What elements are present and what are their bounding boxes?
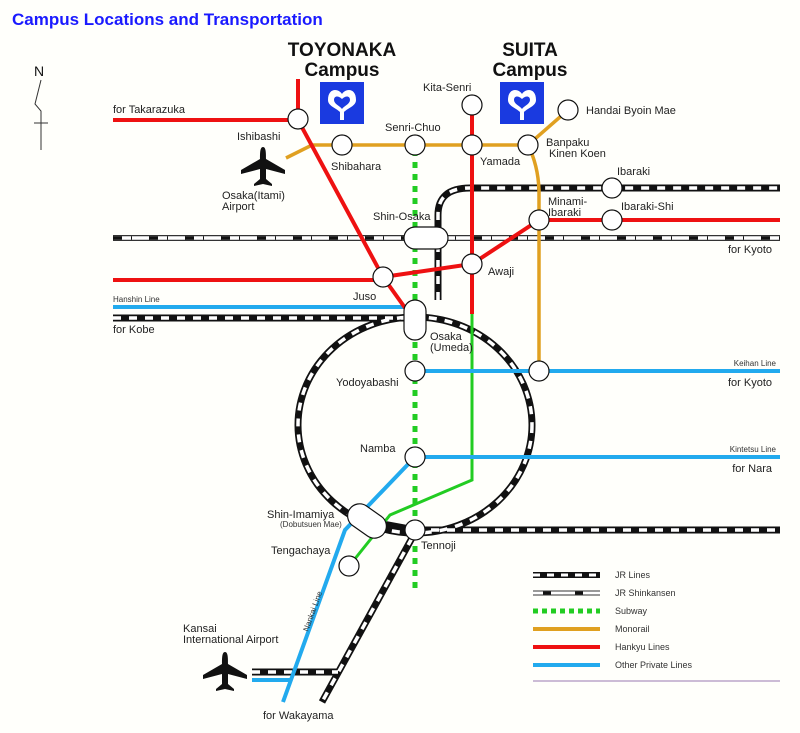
svg-text:Hankyu Lines: Hankyu Lines — [615, 642, 670, 652]
svg-text:Subway: Subway — [615, 606, 648, 616]
label-juso: Juso — [353, 291, 376, 303]
legend-jr-lines: JR Lines — [533, 570, 651, 580]
station-namba[interactable] — [404, 446, 426, 468]
label-shibahara: Shibahara — [331, 161, 382, 173]
label-awaji: Awaji — [488, 266, 514, 278]
station-juso[interactable] — [372, 266, 394, 288]
label-kansai-airport-1: Kansai — [183, 623, 217, 635]
itami-airport-plane-icon — [241, 147, 285, 186]
north-arrow-icon: N — [34, 63, 48, 150]
direction-kobe: for Kobe — [113, 324, 155, 336]
station-shin-osaka[interactable] — [403, 226, 449, 250]
label-hanshin-line: Hanshin Line — [113, 295, 160, 304]
station-yamada[interactable] — [461, 134, 483, 156]
legend: JR Lines JR Shinkansen Subway Monorail H… — [533, 570, 780, 682]
station-shin-imamiya[interactable] — [343, 499, 391, 543]
station-keihan-junction[interactable] — [528, 360, 550, 382]
svg-text:JR Shinkansen: JR Shinkansen — [615, 588, 676, 598]
label-banpaku-1: Banpaku — [546, 137, 589, 149]
label-shin-imamiya: Shin-Imamiya — [267, 509, 335, 521]
label-tennoji: Tennoji — [421, 540, 456, 552]
station-ibaraki-shi[interactable] — [601, 209, 623, 231]
station-yodoyabashi[interactable] — [404, 360, 426, 382]
label-tengachaya: Tengachaya — [271, 545, 331, 557]
toyonaka-campus-title: TOYONAKA — [288, 40, 397, 61]
direction-nara: for Nara — [732, 463, 773, 475]
label-namba: Namba — [360, 443, 396, 455]
station-markers — [287, 94, 623, 577]
station-banpaku[interactable] — [517, 134, 539, 156]
direction-wakayama: for Wakayama — [263, 710, 334, 722]
label-kansai-airport-2: International Airport — [183, 634, 278, 646]
label-itami-airport-1: Osaka(Itami) — [222, 190, 285, 202]
direction-takarazuka: for Takarazuka — [113, 104, 186, 116]
label-senri-chuo: Senri-Chuo — [385, 122, 441, 134]
station-shibahara[interactable] — [331, 134, 353, 156]
hankyu-lines — [113, 79, 780, 314]
label-shin-osaka: Shin-Osaka — [373, 211, 431, 223]
label-yamada: Yamada — [480, 156, 521, 168]
suita-campus-sub: Campus — [493, 60, 568, 81]
legend-jr-shinkansen: JR Shinkansen — [533, 588, 676, 598]
toyonaka-logo-icon — [320, 82, 364, 124]
direction-kyoto-1: for Kyoto — [728, 244, 772, 256]
label-banpaku-2: Kinen Koen — [549, 148, 606, 160]
station-senri-chuo[interactable] — [404, 134, 426, 156]
label-ibaraki: Ibaraki — [617, 166, 650, 178]
label-keihan-line: Keihan Line — [734, 359, 777, 368]
station-ishibashi[interactable] — [287, 108, 309, 130]
station-handai-byoin-mae[interactable] — [557, 99, 579, 121]
label-ishibashi: Ishibashi — [237, 131, 280, 143]
legend-monorail: Monorail — [533, 624, 650, 634]
svg-text:Other Private Lines: Other Private Lines — [615, 660, 693, 670]
label-minami-ibaraki-2: Ibaraki — [548, 207, 581, 219]
station-tengachaya[interactable] — [338, 555, 360, 577]
label-osaka: Osaka — [430, 331, 463, 343]
svg-text:JR Lines: JR Lines — [615, 570, 651, 580]
page-title: Campus Locations and Transportation — [12, 10, 323, 29]
direction-kyoto-2: for Kyoto — [728, 377, 772, 389]
station-minami-ibaraki[interactable] — [528, 209, 550, 231]
station-kita-senri[interactable] — [461, 94, 483, 116]
suita-logo-icon — [500, 82, 544, 124]
compass-label: N — [34, 63, 44, 79]
legend-other-private: Other Private Lines — [533, 660, 693, 670]
label-itami-airport-2: Airport — [222, 201, 254, 213]
label-kintetsu-line: Kintetsu Line — [730, 445, 777, 454]
private-lines — [113, 305, 780, 703]
station-ibaraki[interactable] — [601, 177, 623, 199]
label-minami-ibaraki-1: Minami- — [548, 196, 587, 208]
legend-hankyu: Hankyu Lines — [533, 642, 670, 652]
station-awaji[interactable] — [461, 253, 483, 275]
label-umeda: (Umeda) — [430, 342, 473, 354]
label-dobutsuen-mae: (Dobutsuen Mae) — [280, 520, 342, 529]
svg-text:Monorail: Monorail — [615, 624, 650, 634]
label-nankai-line: Nankai Line — [301, 589, 324, 632]
kansai-airport-plane-icon — [203, 652, 247, 691]
label-kita-senri: Kita-Senri — [423, 82, 471, 94]
station-osaka-umeda[interactable] — [403, 299, 427, 341]
suita-campus-title: SUITA — [502, 40, 558, 61]
label-ibaraki-shi: Ibaraki-Shi — [621, 201, 674, 213]
legend-subway: Subway — [533, 606, 648, 616]
label-handai-byoin-mae: Handai Byoin Mae — [586, 105, 676, 117]
toyonaka-campus-sub: Campus — [305, 60, 380, 81]
station-tennoji[interactable] — [404, 519, 426, 541]
subway-sakaisuji-line — [348, 312, 474, 566]
label-yodoyabashi: Yodoyabashi — [336, 377, 399, 389]
